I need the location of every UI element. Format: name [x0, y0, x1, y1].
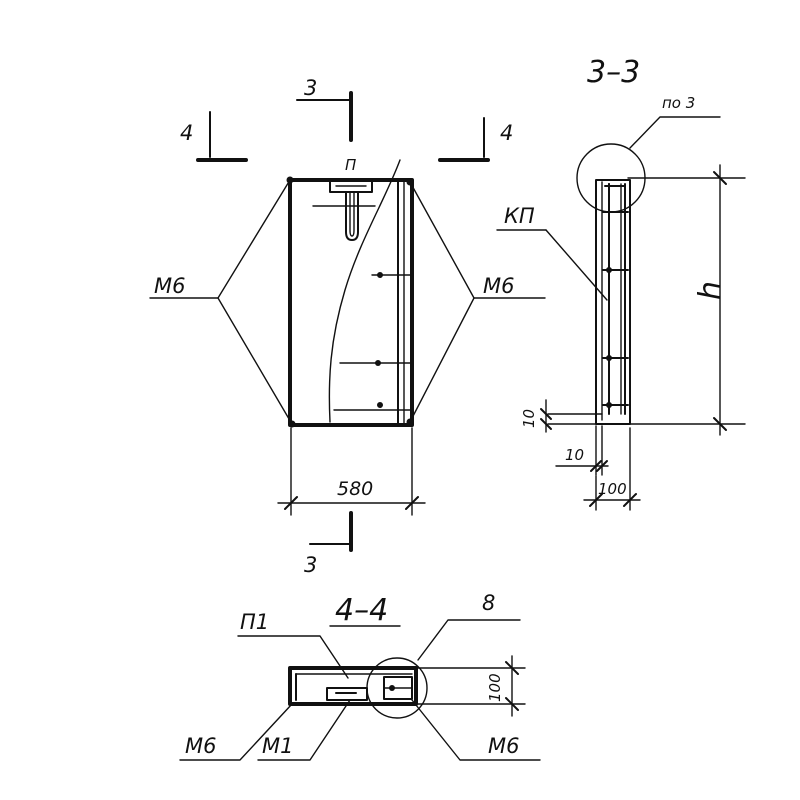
lifting-loop	[345, 191, 359, 241]
dim-100: 100	[598, 480, 627, 498]
label-8: 8	[482, 591, 495, 615]
rebar-dot-3	[377, 402, 383, 408]
rebar-dot-1	[377, 272, 383, 278]
section-mark-4-right: 4	[500, 121, 513, 145]
label-left-weld: М6	[154, 274, 185, 298]
dim-width-tick-left	[284, 496, 298, 510]
section-4-4-title: 4–4	[335, 593, 388, 628]
section-mark-3-bottom: 3	[304, 553, 317, 577]
leader-p1	[237, 635, 349, 679]
section-mark-3-top: 3	[304, 76, 317, 100]
label-right-weld: М6	[483, 274, 514, 298]
dim-100-tick-right	[623, 493, 637, 507]
break-line	[328, 159, 401, 423]
rebar-dot-2	[375, 360, 381, 366]
leader-left-weld	[217, 179, 293, 425]
label-m1: М1	[262, 734, 293, 758]
front-view: П 3 3 4 4 М6 М6 580	[149, 76, 546, 577]
leader-right-weld	[409, 181, 475, 423]
label-p1: П1	[240, 610, 269, 634]
label-m6-right: М6	[488, 734, 519, 758]
section-3-3-title: 3–3	[587, 55, 640, 90]
dim-10h-tick-1	[590, 460, 602, 472]
section-4-4-dot	[389, 685, 395, 691]
section-3-3: 3–3 по 3 КП h 10	[496, 55, 746, 511]
mesh-label: КП	[504, 204, 535, 228]
dim-100-4-4: 100	[486, 673, 504, 702]
leader-m1	[257, 699, 351, 761]
section-3-3-hook	[604, 183, 626, 201]
part-label-top: П	[345, 156, 356, 174]
section-4-4-detail-circle	[366, 657, 428, 719]
section-4-4-outline	[288, 666, 418, 706]
dim-10h-tick-2	[596, 460, 608, 472]
section-3-3-dot-2	[606, 355, 612, 361]
leader-8	[417, 619, 521, 661]
detail-ref-label: по 3	[662, 94, 695, 112]
dim-100-tick-left	[589, 493, 603, 507]
dim-10-horizontal: 10	[565, 446, 584, 464]
dim-10-vertical: 10	[520, 409, 538, 428]
leader-mesh-diag	[545, 229, 608, 301]
embedded-plate	[329, 179, 373, 193]
dim-4-100-tick-bottom	[505, 697, 519, 711]
dim-4-100-tick-top	[505, 661, 519, 675]
height-dimension: h	[693, 281, 728, 300]
dim-h-tick-bottom	[713, 417, 727, 431]
width-dimension: 580	[337, 478, 373, 500]
leader-detail-ref	[629, 116, 721, 149]
section-3-3-dot-3	[606, 402, 612, 408]
dim-width-tick-right	[405, 496, 419, 510]
panel-outline	[288, 178, 414, 427]
section-mark-4-left: 4	[180, 121, 193, 145]
section-3-3-dot-1	[606, 267, 612, 273]
dim-h-tick-top	[713, 171, 727, 185]
dim-10v-tick-1	[540, 408, 552, 420]
leader-m6-right	[411, 699, 541, 761]
section-4-4: 4–4 П1 8 100 М6 М1 М6	[179, 591, 541, 761]
leader-m6-left	[179, 703, 293, 761]
lifting-loop-inner	[349, 191, 355, 237]
label-m6-left: М6	[185, 734, 216, 758]
dim-10v-tick-2	[540, 418, 552, 430]
